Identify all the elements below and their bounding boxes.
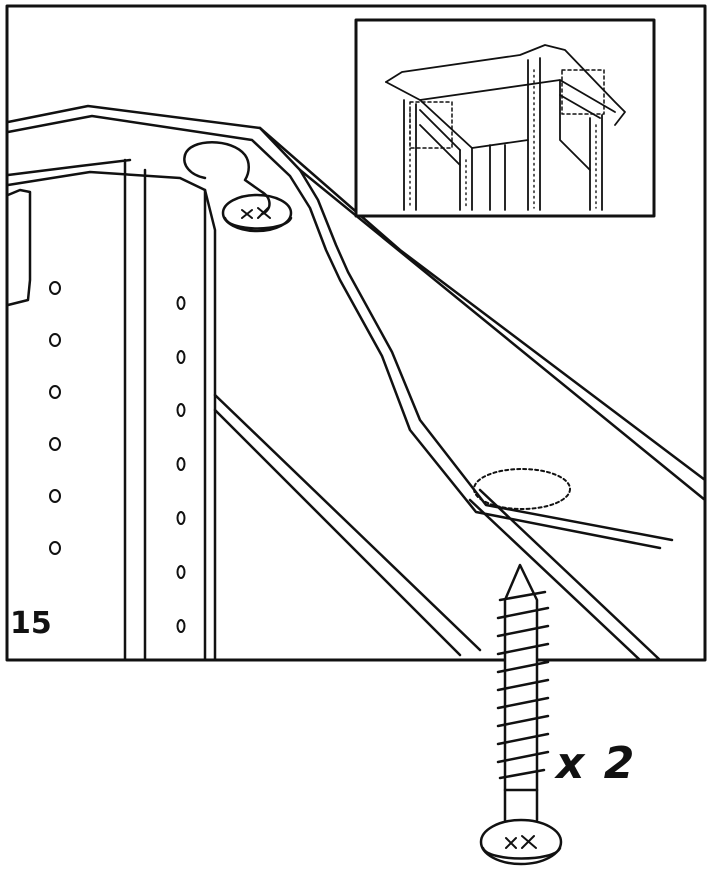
step-number: 15 bbox=[10, 606, 52, 641]
inner-panel bbox=[213, 393, 662, 662]
cabinet-upright bbox=[6, 158, 217, 662]
mounting-holes bbox=[49, 281, 186, 633]
top-rail bbox=[6, 104, 707, 550]
main-frame bbox=[5, 4, 707, 662]
keyhole-slot bbox=[183, 141, 271, 216]
inset-overview bbox=[354, 18, 656, 218]
installed-screw-icon bbox=[221, 193, 293, 233]
quantity-label: x 2 bbox=[556, 738, 637, 789]
screw-target-marker bbox=[473, 468, 571, 510]
wood-screw-icon bbox=[479, 563, 563, 866]
